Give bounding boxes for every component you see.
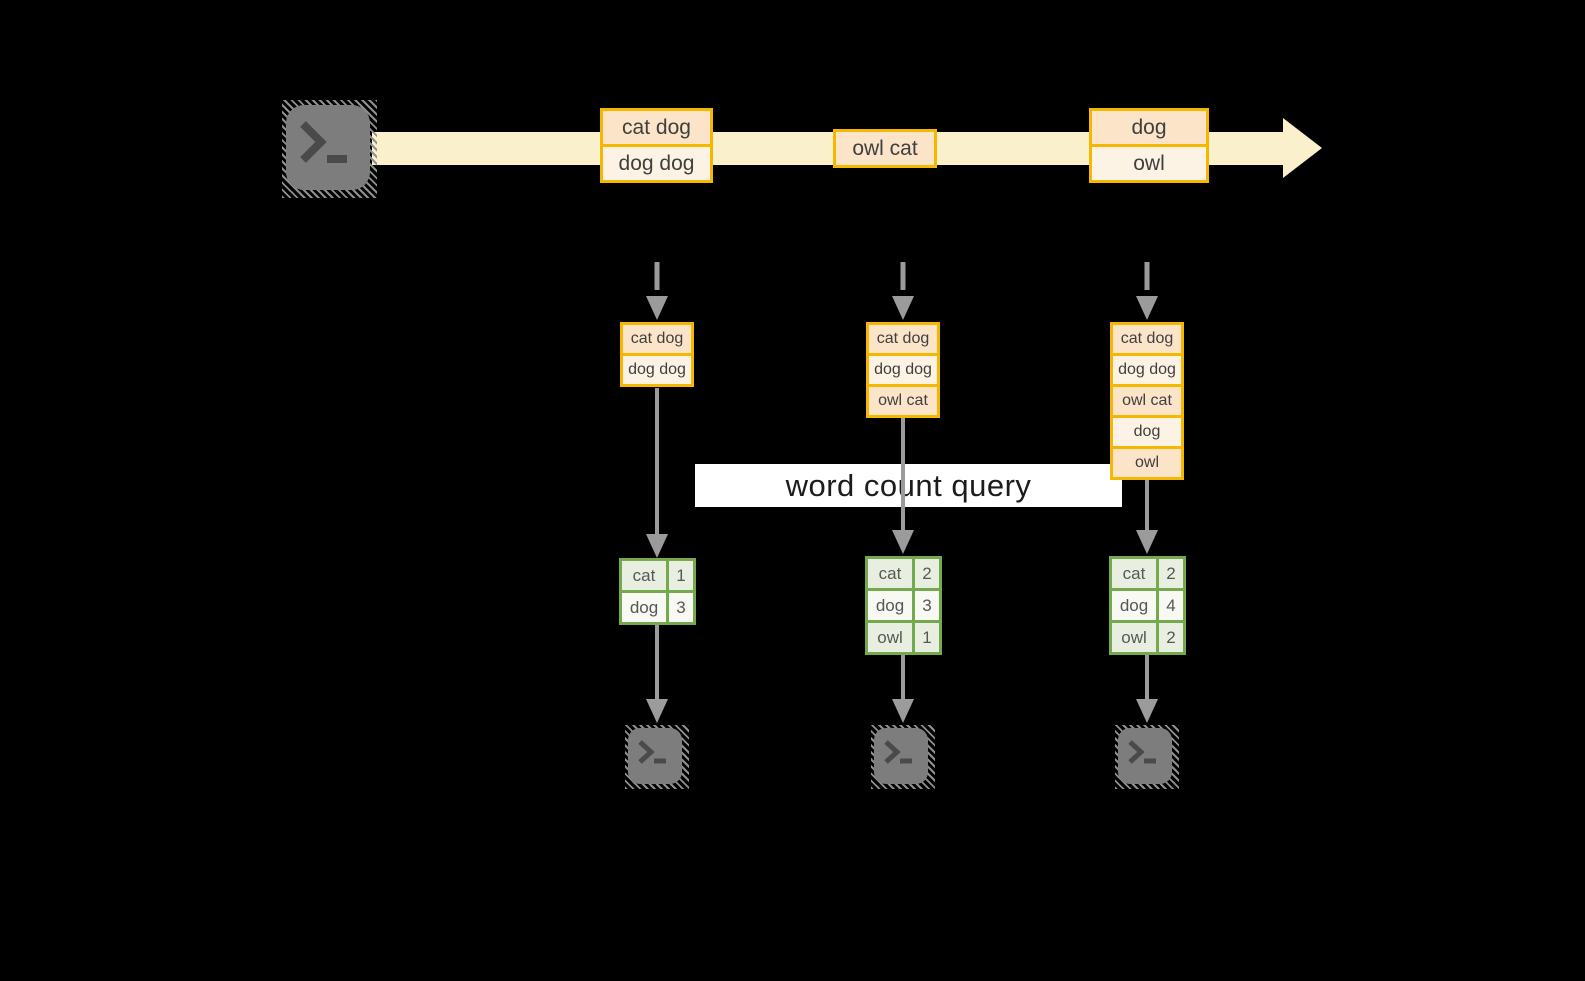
- solid-arrow-table-to-sink-1: [646, 625, 668, 723]
- word-cell: dog: [1112, 591, 1156, 620]
- table-row: cat 1: [622, 561, 693, 590]
- batch-row: dog: [1113, 418, 1181, 446]
- table-row: dog 3: [868, 591, 939, 620]
- result-table-1: cat 1 dog 3: [619, 558, 696, 625]
- word-cell: dog: [868, 591, 912, 620]
- batch-row: owl cat: [869, 387, 937, 415]
- batch-row: owl: [1113, 449, 1181, 477]
- micro-batch-stack-1: cat dog dog dog: [620, 322, 694, 387]
- solid-arrow-batch-to-table-3: [1136, 478, 1158, 554]
- sink-terminal-icon-1: [625, 725, 689, 789]
- query-label-band: word count query: [695, 464, 1122, 507]
- result-table-3: cat 2 dog 4 owl 2: [1109, 556, 1186, 655]
- solid-arrow-table-to-sink-2: [892, 655, 914, 723]
- solid-arrow-batch-to-table-2: [892, 416, 914, 554]
- source-terminal-icon: [282, 100, 377, 198]
- terminal-body: [1118, 728, 1172, 784]
- terminal-prompt-glyph: [638, 740, 666, 764]
- table-row: dog 4: [1112, 591, 1183, 620]
- table-row: dog 3: [622, 593, 693, 622]
- count-cell: 1: [915, 623, 939, 652]
- solid-arrow-batch-to-table-1: [646, 388, 668, 558]
- batch-row: cat dog: [869, 325, 937, 353]
- micro-batch-stack-2: cat dog dog dog owl cat: [866, 322, 940, 418]
- table-row: cat 2: [1112, 559, 1183, 588]
- terminal-body: [628, 728, 682, 784]
- dashed-arrow-down-1: [646, 262, 668, 320]
- word-cell: cat: [622, 561, 666, 590]
- stream-event-row: dog dog: [603, 147, 710, 180]
- dashed-arrow-down-3: [1136, 262, 1158, 320]
- micro-batch-stack-3: cat dog dog dog owl cat dog owl: [1110, 322, 1184, 480]
- batch-row: dog dog: [623, 356, 691, 384]
- terminal-prompt-glyph: [884, 740, 912, 764]
- word-cell: owl: [868, 623, 912, 652]
- stream-event-box-1: cat dog dog dog: [600, 108, 713, 183]
- dashed-arrow-down-2: [892, 262, 914, 320]
- batch-row: dog dog: [1113, 356, 1181, 384]
- batch-row: cat dog: [623, 325, 691, 353]
- batch-row: cat dog: [1113, 325, 1181, 353]
- word-cell: owl: [1112, 623, 1156, 652]
- count-cell: 2: [915, 559, 939, 588]
- stream-event-row: owl cat: [836, 132, 934, 165]
- stream-event-box-3: dog owl: [1089, 108, 1209, 183]
- count-cell: 2: [1159, 623, 1183, 652]
- stream-timeline-arrowhead: [1283, 118, 1322, 178]
- terminal-body: [286, 105, 370, 190]
- count-cell: 4: [1159, 591, 1183, 620]
- word-cell: cat: [868, 559, 912, 588]
- word-cell: cat: [1112, 559, 1156, 588]
- sink-terminal-icon-2: [871, 725, 935, 789]
- count-cell: 3: [669, 593, 693, 622]
- table-row: owl 2: [1112, 623, 1183, 652]
- word-cell: dog: [622, 593, 666, 622]
- result-table-2: cat 2 dog 3 owl 1: [865, 556, 942, 655]
- stream-event-row: owl: [1092, 147, 1206, 180]
- solid-arrow-table-to-sink-3: [1136, 655, 1158, 723]
- batch-row: owl cat: [1113, 387, 1181, 415]
- batch-row: dog dog: [869, 356, 937, 384]
- terminal-prompt-glyph: [1128, 740, 1156, 764]
- sink-terminal-icon-3: [1115, 725, 1179, 789]
- stream-event-box-2: owl cat: [833, 129, 937, 168]
- table-row: owl 1: [868, 623, 939, 652]
- stream-event-row: dog: [1092, 111, 1206, 144]
- count-cell: 1: [669, 561, 693, 590]
- count-cell: 2: [1159, 559, 1183, 588]
- query-label: word count query: [785, 467, 1032, 503]
- terminal-body: [874, 728, 928, 784]
- terminal-prompt-glyph: [300, 121, 347, 163]
- table-row: cat 2: [868, 559, 939, 588]
- count-cell: 3: [915, 591, 939, 620]
- stream-event-row: cat dog: [603, 111, 710, 144]
